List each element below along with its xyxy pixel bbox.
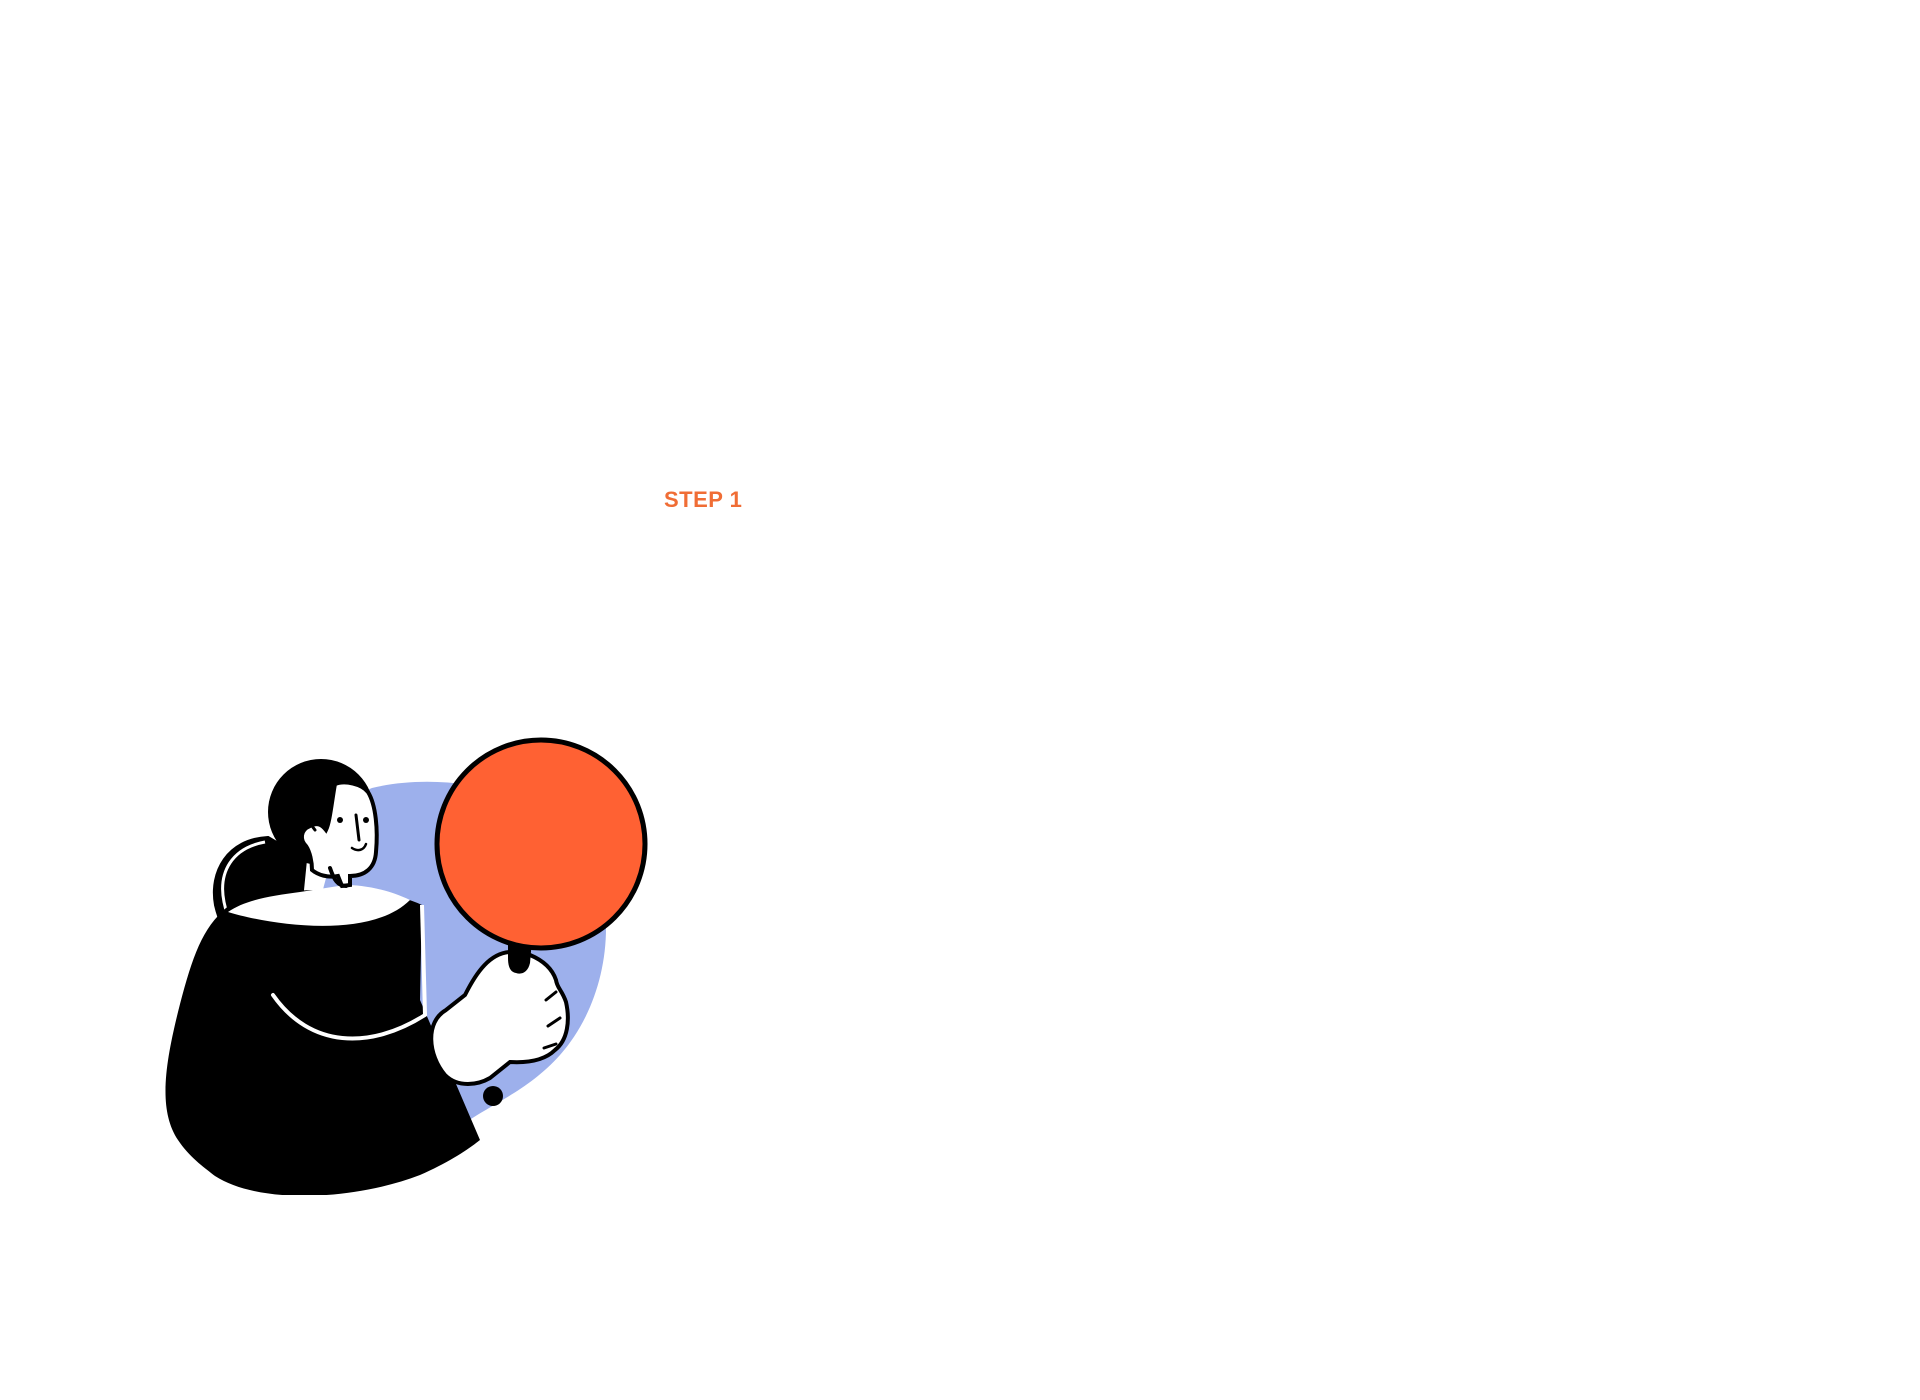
- nose: [354, 813, 361, 842]
- person-holding-magnifying-glass-icon: [165, 737, 648, 1195]
- magnifier-lens: [434, 737, 648, 951]
- face: [299, 780, 379, 889]
- eye-left: [337, 817, 343, 823]
- collar: [228, 885, 410, 926]
- arm-line: [271, 993, 427, 1041]
- eye-right: [363, 817, 369, 823]
- smile: [350, 842, 368, 852]
- sleeve-cuff: [420, 904, 427, 1016]
- torso: [165, 889, 480, 1195]
- step-label: STEP 1: [664, 487, 743, 512]
